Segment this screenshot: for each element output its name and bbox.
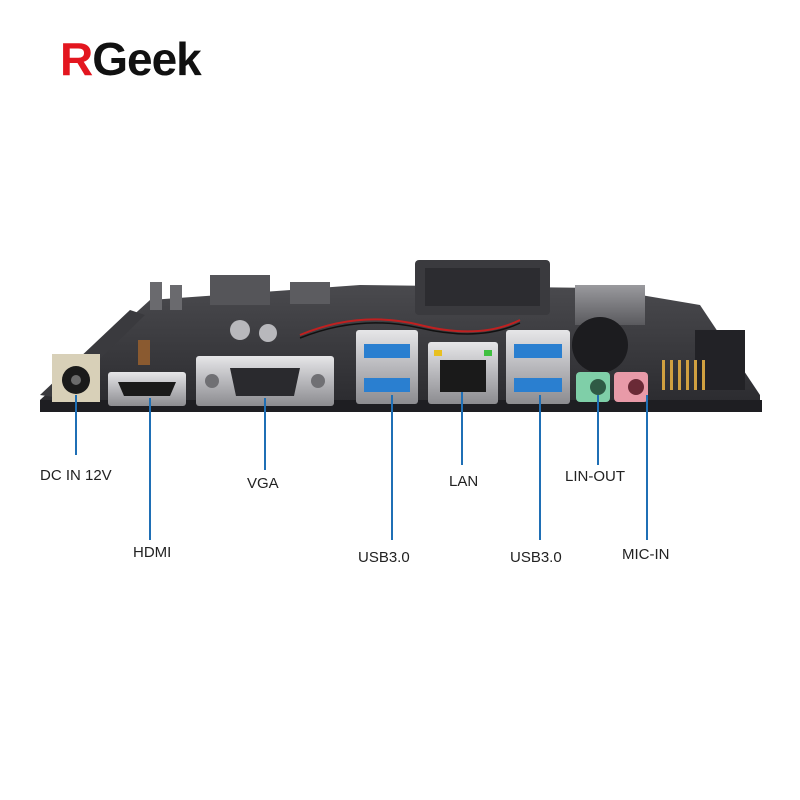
label-vga: VGA [247,475,279,492]
brand-logo-r: R [60,33,93,85]
fan [572,317,628,373]
label-hdmi: HDMI [133,544,172,561]
leader-lines [75,392,648,540]
label-usb-1: USB3.0 [358,549,410,566]
usb-stack-2 [506,330,570,404]
label-dc-in: DC IN 12V [40,467,112,484]
brand-logo: RGeek [60,33,202,85]
label-line-out: LIN-OUT [565,468,625,485]
wire-red [299,318,521,336]
label-mic-in: MIC-IN [622,546,670,563]
usb-stack-1 [356,330,418,404]
brand-logo-geek: Geek [92,33,202,85]
heatsink [575,285,645,325]
label-lan: LAN [449,473,479,490]
label-usb-2: USB3.0 [510,549,562,566]
